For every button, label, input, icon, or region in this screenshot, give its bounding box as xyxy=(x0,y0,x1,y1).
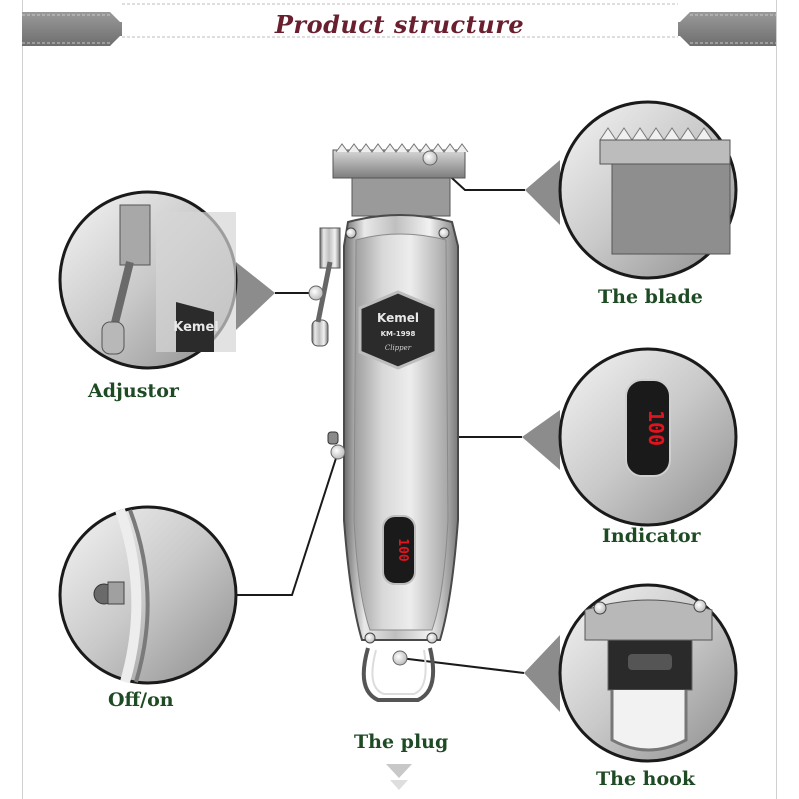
hook-label: The hook xyxy=(596,768,695,790)
blade-detail-circle xyxy=(558,100,738,280)
script-text: Clipper xyxy=(385,344,412,352)
adjustor-detail-circle: Kemel xyxy=(58,190,238,370)
left-frame-line xyxy=(22,0,23,799)
model-text: KM-1998 xyxy=(381,330,416,338)
display-readout: 100 xyxy=(395,538,410,562)
adjustor-brand-text: Kemel xyxy=(173,320,218,335)
switch-detail-circle xyxy=(58,505,238,685)
header-banner: Product structure xyxy=(0,0,799,52)
banner-graphic xyxy=(22,3,776,46)
down-arrow-icon xyxy=(386,764,412,790)
indicator-readout: 100 xyxy=(644,410,668,446)
indicator-detail-circle: 100 xyxy=(558,347,738,527)
plug-label: The plug xyxy=(354,731,449,753)
adjustor-label: Adjustor xyxy=(88,380,179,402)
connector-dots xyxy=(308,150,438,666)
callout-wedges xyxy=(236,160,560,712)
clipper-body xyxy=(311,143,469,702)
indicator-label: Indicator xyxy=(602,525,701,547)
blade-label: The blade xyxy=(598,286,703,308)
hook-detail-circle xyxy=(558,583,738,763)
right-frame-line xyxy=(776,0,777,799)
page-title: Product structure xyxy=(274,10,525,39)
off-on-label: Off/on xyxy=(108,689,174,711)
brand-text: Kemel xyxy=(377,311,419,325)
